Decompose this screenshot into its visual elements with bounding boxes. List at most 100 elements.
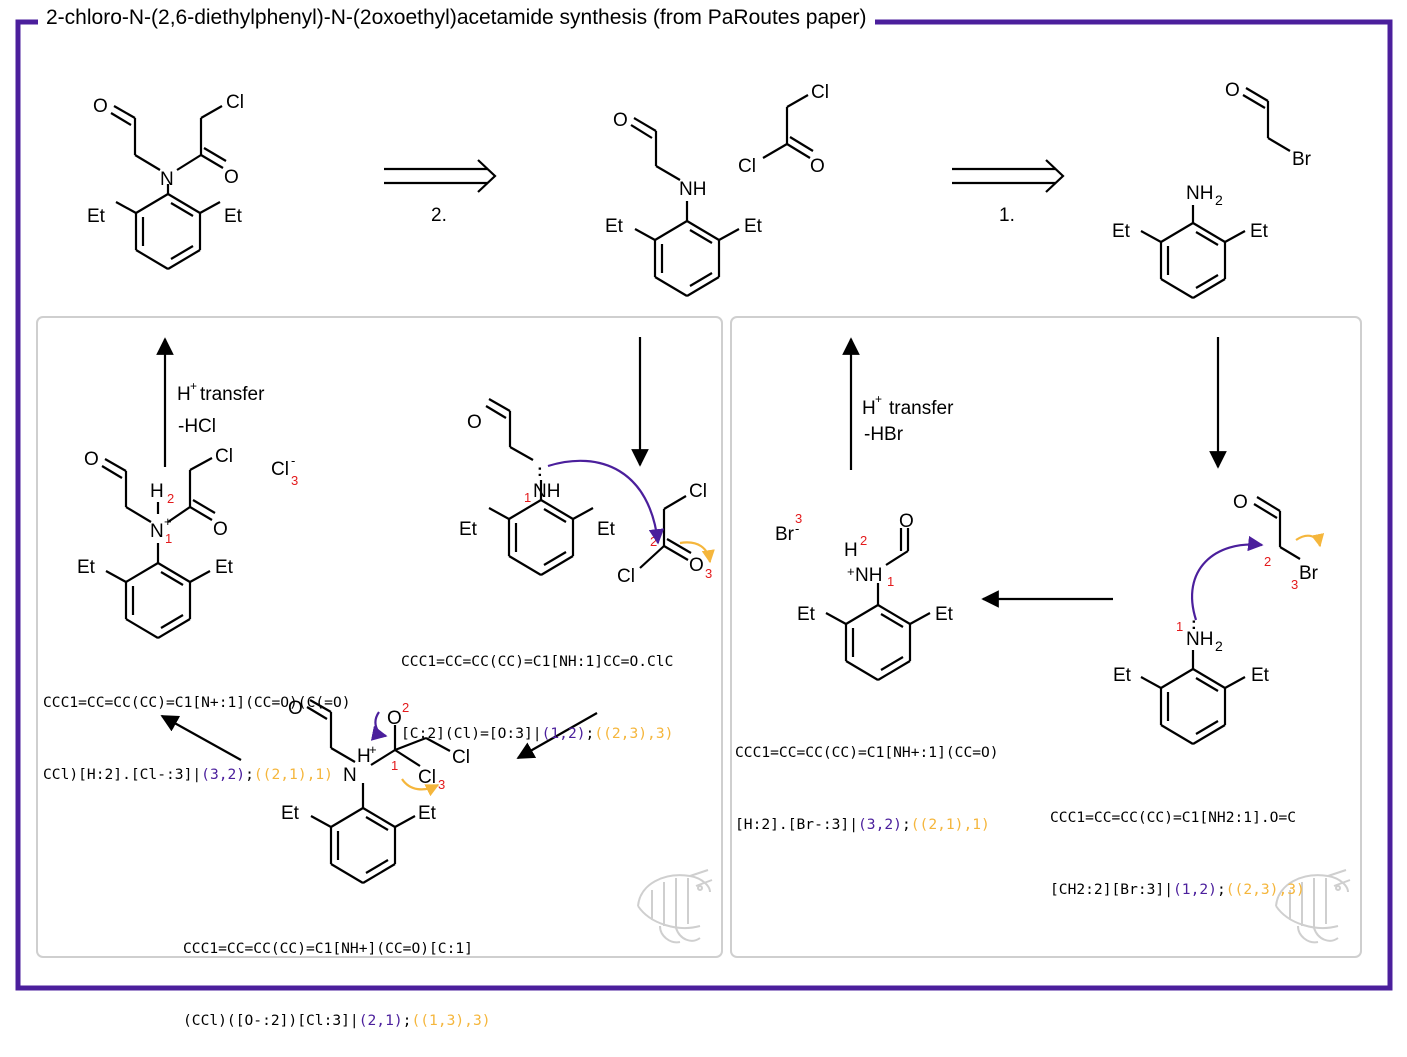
atom-label: Et — [224, 206, 243, 227]
atom-label: Cl — [418, 767, 436, 788]
atom-label: O — [689, 555, 704, 576]
atom-label: O — [224, 167, 239, 188]
atom-number: 3 — [705, 566, 712, 581]
atom-number: 3 — [438, 777, 445, 792]
electron-arrow-purple — [1190, 535, 1264, 621]
smiles-arrow-1: (2,1) — [358, 1012, 403, 1029]
electron-arrow-orange — [1295, 533, 1325, 548]
atom-number: 3 — [291, 473, 298, 488]
smiles-text: (CCl)([O-:2])[Cl:3]| — [183, 1012, 359, 1029]
atom-label: O — [84, 449, 99, 470]
lone-pair: : — [1191, 614, 1197, 633]
page-title: 2-chloro-N-(2,6-diethylphenyl)-N-(2oxoet… — [38, 6, 875, 30]
atom-label: Et — [1250, 221, 1269, 242]
electron-arrow-orange — [401, 778, 440, 797]
atom-number: 2 — [402, 700, 409, 715]
shrimp-logo-icon — [1275, 869, 1351, 944]
smiles-aniline-bromide: CCC1=CC=CC(CC)=C1[NH2:1].O=C [CH2:2][Br:… — [1050, 758, 1305, 926]
smiles-text: [CH2:2][Br:3]| — [1050, 881, 1174, 898]
atom-label: Et — [459, 519, 478, 540]
atom-label: O — [213, 519, 228, 540]
retro-arrow-step-2 — [384, 159, 497, 193]
atom-number: 3 — [1291, 577, 1298, 592]
smiles-arrow-2: ((1,3),3) — [411, 1012, 491, 1029]
atom-label: O — [288, 698, 303, 719]
atom-label: Et — [935, 604, 954, 625]
smiles-text: CCl)[H:2].[Cl-:3]| — [43, 766, 202, 783]
amine-plus-acyl-chloride — [485, 398, 692, 577]
atom-label: Cl — [226, 92, 244, 113]
electron-arrow-purple — [370, 711, 388, 741]
atom-number: 3 — [795, 511, 802, 526]
atom-charge: + — [369, 742, 377, 757]
reaction-arrow-diagonal-2 — [160, 715, 242, 761]
smiles-arrow-2: ((2,3),3) — [594, 725, 674, 742]
atom-label: 2 — [1215, 192, 1223, 208]
retro-arrow-step-1 — [952, 159, 1065, 193]
atom-label: O — [810, 156, 825, 177]
chloroacetyl-chloride-molecule — [762, 94, 814, 159]
ammonium-amide-intermediate — [101, 457, 216, 640]
atom-number: 1 — [524, 490, 531, 505]
atom-label: Cl — [617, 566, 635, 587]
atom-charge: - — [291, 453, 295, 468]
atom-label: Et — [744, 216, 763, 237]
smiles-sep: ; — [1216, 881, 1226, 898]
shrimp-logo-icon — [637, 869, 713, 944]
atom-number: 2 — [1264, 554, 1271, 569]
atom-label: Et — [418, 803, 437, 824]
smiles-line-2: [CH2:2][Br:3]|(1,2);((2,3),3) — [1050, 878, 1305, 902]
atom-label: Cl — [215, 446, 233, 467]
atom-label: Cl — [271, 459, 289, 480]
atom-label: Et — [1112, 221, 1131, 242]
atom-label: Et — [215, 557, 234, 578]
lone-pair: : — [537, 461, 543, 480]
diagram-canvas: O N O Cl Et Et 2. O NH Et Et Cl O Cl — [15, 19, 1393, 991]
smiles-ammonium-amide: CCC1=CC=CC(CC)=C1[N+:1](CC=O)(C(=O) CCl)… — [43, 643, 351, 811]
smiles-arrow-2: ((2,3),3) — [1225, 881, 1305, 898]
transfer-h: H — [177, 384, 191, 405]
atom-label: Br — [1299, 563, 1319, 584]
transfer-plus: + — [875, 392, 882, 406]
atom-label: Cl — [452, 747, 470, 768]
right-mechanism-panel — [730, 316, 1362, 958]
atom-label: NH — [679, 179, 706, 200]
atom-label: Et — [87, 206, 106, 227]
atom-label: O — [1233, 492, 1248, 513]
smiles-ammonium-alkyl: CCC1=CC=CC(CC)=C1[NH+:1](CC=O) [H:2].[Br… — [735, 693, 999, 861]
smiles-arrow-1: (1,2) — [1173, 881, 1217, 898]
smiles-line-1: CCC1=CC=CC(CC)=C1[N+:1](CC=O)(C(=O) — [43, 694, 351, 711]
step-label-1: 1. — [999, 205, 1015, 226]
smiles-line-1: CCC1=CC=CC(CC)=C1[NH+:1](CC=O) — [735, 744, 999, 761]
transfer-plus: + — [190, 379, 197, 393]
atom-label: N — [343, 765, 357, 786]
atom-label: Br — [775, 524, 795, 545]
smiles-text: [H:2].[Br-:3]| — [735, 816, 859, 833]
transfer-label: transfer — [889, 398, 954, 419]
atom-number: 1 — [165, 531, 172, 546]
atom-label: NH — [855, 565, 882, 586]
smiles-line-2: [C:2](Cl)=[O:3]|(1,2);((2,3),3) — [401, 722, 673, 746]
atom-label: O — [93, 96, 108, 117]
smiles-sep: ; — [901, 816, 911, 833]
atom-label: 2 — [1215, 638, 1223, 654]
target-molecule — [110, 105, 227, 271]
atom-label: NH — [1186, 629, 1213, 650]
smiles-line-2: [H:2].[Br-:3]|(3,2);((2,1),1) — [735, 813, 999, 837]
smiles-arrow-1: (3,2) — [858, 816, 902, 833]
loss-label-hbr: -HBr — [864, 424, 904, 445]
atom-label: Et — [1113, 665, 1132, 686]
atom-label: O — [613, 110, 628, 131]
atom-label: H — [357, 746, 371, 767]
smiles-line-1: CCC1=CC=CC(CC)=C1[NH2:1].O=C — [1050, 809, 1297, 826]
smiles-line-1: CCC1=CC=CC(CC)=C1[NH:1]CC=O.ClC — [401, 653, 674, 670]
loss-label-hcl: -HCl — [178, 416, 216, 437]
aniline-plus-bromide — [1139, 496, 1301, 746]
smiles-line-2: CCl)[H:2].[Cl-:3]|(3,2);((2,1),1) — [43, 763, 351, 787]
atom-label: Cl — [811, 82, 829, 103]
atom-label: N — [150, 521, 164, 542]
smiles-arrow-1: (1,2) — [541, 725, 586, 742]
atom-number: 1 — [391, 758, 398, 773]
step-label-2: 2. — [431, 205, 447, 226]
smiles-tetrahedral: CCC1=CC=CC(CC)=C1[NH+](CC=O)[C:1] (CCl)(… — [183, 889, 491, 1057]
